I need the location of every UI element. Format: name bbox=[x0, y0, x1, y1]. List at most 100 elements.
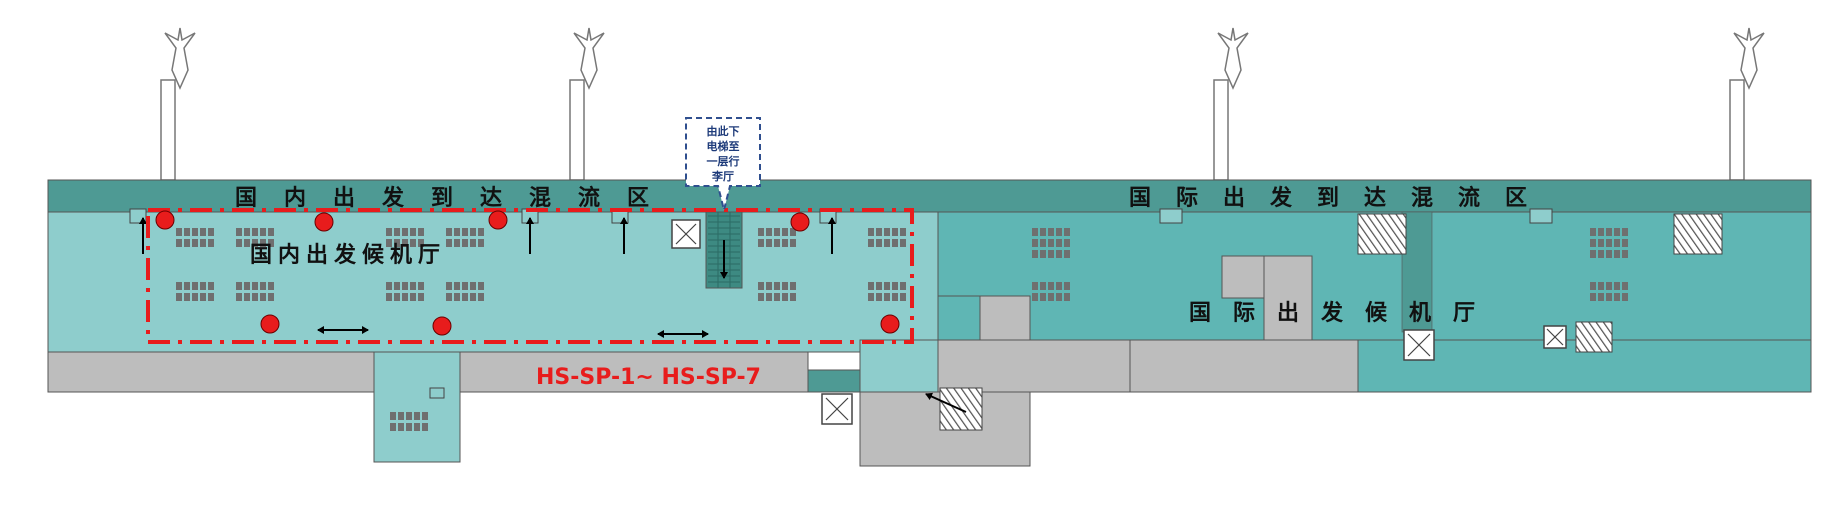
seat bbox=[184, 239, 190, 247]
seat bbox=[774, 228, 780, 236]
seat bbox=[236, 293, 242, 301]
seat-block bbox=[1590, 228, 1628, 258]
seat bbox=[1622, 293, 1628, 301]
international-corridor-char: 际 bbox=[1176, 186, 1198, 211]
international-corridor-label: 国际出发到达混流区 bbox=[1129, 185, 1527, 211]
seat bbox=[410, 239, 416, 247]
seat bbox=[462, 228, 468, 236]
seat bbox=[1048, 239, 1054, 247]
seat bbox=[176, 239, 182, 247]
seat bbox=[782, 282, 788, 290]
seat-block bbox=[1032, 228, 1070, 258]
seat bbox=[184, 228, 190, 236]
seat bbox=[398, 412, 404, 420]
seat bbox=[446, 293, 452, 301]
seat bbox=[192, 282, 198, 290]
international-corridor-char: 流 bbox=[1458, 185, 1480, 211]
seat bbox=[454, 228, 460, 236]
domestic-corridor-label: 国内出发到达混流区 bbox=[235, 185, 649, 211]
seat-block bbox=[758, 228, 796, 247]
seat bbox=[478, 282, 484, 290]
seat bbox=[268, 293, 274, 301]
seat bbox=[208, 239, 214, 247]
seat bbox=[1040, 250, 1046, 258]
seat bbox=[774, 293, 780, 301]
escalator-icon bbox=[1357, 213, 1407, 255]
seat bbox=[1064, 250, 1070, 258]
seat bbox=[390, 412, 396, 420]
seat bbox=[236, 228, 242, 236]
seat bbox=[1032, 228, 1038, 236]
seat bbox=[462, 282, 468, 290]
seat bbox=[386, 282, 392, 290]
seat bbox=[252, 282, 258, 290]
seat-block bbox=[446, 282, 484, 301]
seat bbox=[1048, 293, 1054, 301]
seat bbox=[184, 282, 190, 290]
seat bbox=[192, 228, 198, 236]
seat bbox=[406, 412, 412, 420]
seat bbox=[1056, 228, 1062, 236]
seat bbox=[260, 228, 266, 236]
seat bbox=[1056, 250, 1062, 258]
callout-line-1: 由此下 bbox=[707, 124, 740, 138]
seat-block bbox=[236, 282, 274, 301]
seat bbox=[892, 239, 898, 247]
sampling-point bbox=[880, 314, 900, 334]
arrival-departure-mixed-corridor bbox=[47, 179, 1812, 213]
international-corridor-char: 区 bbox=[1505, 186, 1527, 211]
seat bbox=[236, 239, 242, 247]
seat bbox=[790, 293, 796, 301]
international-hall-label: 国际出发候机厅 bbox=[1189, 300, 1475, 326]
seat bbox=[406, 423, 412, 431]
seat bbox=[900, 239, 906, 247]
elevator-icon bbox=[1403, 329, 1435, 361]
seat bbox=[478, 293, 484, 301]
international-corridor-char: 到 bbox=[1317, 186, 1339, 211]
seat bbox=[876, 239, 882, 247]
seat bbox=[1064, 282, 1070, 290]
seat bbox=[1064, 239, 1070, 247]
seat bbox=[892, 228, 898, 236]
seat bbox=[876, 293, 882, 301]
seat bbox=[884, 293, 890, 301]
seat bbox=[766, 293, 772, 301]
gate-icon bbox=[1529, 208, 1553, 224]
seat bbox=[418, 293, 424, 301]
seat bbox=[454, 282, 460, 290]
elevator-icon bbox=[1543, 325, 1567, 349]
seat bbox=[268, 228, 274, 236]
seat bbox=[1064, 293, 1070, 301]
seat-block bbox=[868, 282, 906, 301]
seat-block bbox=[176, 228, 214, 247]
domestic-corridor-char: 混 bbox=[529, 186, 551, 211]
elevator-icon bbox=[821, 393, 853, 425]
seat bbox=[1622, 250, 1628, 258]
airplane-stand-3 bbox=[1213, 27, 1249, 181]
seat bbox=[1614, 239, 1620, 247]
seat bbox=[402, 293, 408, 301]
escalator-icon bbox=[705, 211, 743, 289]
flow-arrows bbox=[139, 217, 967, 413]
seat bbox=[192, 293, 198, 301]
seat bbox=[1032, 282, 1038, 290]
seat bbox=[200, 228, 206, 236]
seat-block bbox=[386, 228, 424, 247]
airplane-icon bbox=[1733, 27, 1765, 90]
seat bbox=[1590, 239, 1596, 247]
sampling-point bbox=[314, 212, 334, 232]
seat bbox=[176, 282, 182, 290]
seat bbox=[402, 239, 408, 247]
seat bbox=[410, 228, 416, 236]
seat bbox=[1622, 282, 1628, 290]
seat bbox=[1048, 228, 1054, 236]
seat bbox=[252, 293, 258, 301]
seat bbox=[1598, 282, 1604, 290]
seat bbox=[1590, 293, 1596, 301]
seat bbox=[758, 293, 764, 301]
seat bbox=[1614, 228, 1620, 236]
seat bbox=[1614, 293, 1620, 301]
seat bbox=[470, 228, 476, 236]
seat bbox=[1056, 239, 1062, 247]
seat bbox=[1040, 228, 1046, 236]
